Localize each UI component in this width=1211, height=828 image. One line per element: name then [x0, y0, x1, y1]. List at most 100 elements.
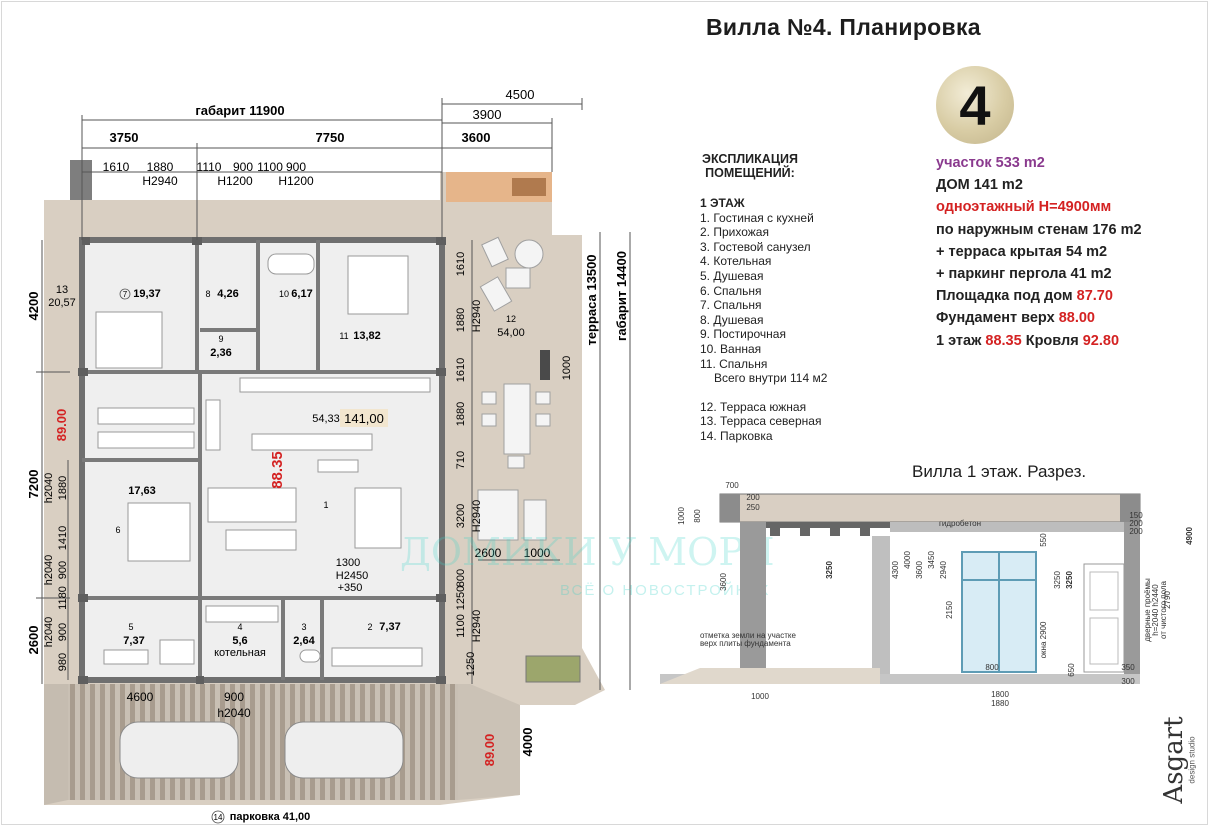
svg-text:H2450: H2450: [336, 570, 368, 582]
floor-heading: 1 ЭТАЖ: [700, 196, 745, 210]
bed-room6: [127, 502, 191, 562]
svg-text:13,82: 13,82: [353, 330, 381, 342]
dim-900b: 900: [286, 160, 306, 174]
level-89-parking: 89.00: [482, 734, 497, 767]
svg-text:1180: 1180: [57, 586, 69, 610]
dim-3900: 3900: [473, 107, 502, 122]
room-item: 6. Спальня: [700, 283, 762, 298]
dim-h1200a: H1200: [217, 174, 253, 188]
svg-text:550: 550: [1039, 533, 1048, 547]
parking-label: парковка 41,00: [230, 811, 311, 823]
room-item: 10. Ванная: [700, 341, 762, 356]
svg-text:1000: 1000: [751, 692, 769, 701]
svg-text:8: 8: [205, 289, 210, 299]
svg-text:200: 200: [746, 493, 760, 502]
sofa: [207, 487, 297, 523]
floor-slab: [660, 674, 1140, 684]
page-title: Вилла №4. Планировка: [706, 14, 981, 40]
room-item: 5. Душевая: [700, 268, 764, 283]
explication-list: 1 ЭТАЖ 1. Гостиная с кухней 2. Прихожая …: [700, 196, 827, 444]
svg-text:отметка земли на участке: отметка земли на участке: [700, 631, 796, 640]
svg-text:4,26: 4,26: [217, 288, 238, 300]
level-88: 88.35: [269, 451, 286, 489]
section-drawing: 700 200 250 1000 800 гидробетон 150 200 …: [660, 481, 1194, 708]
platform-level-value: 87.70: [1076, 288, 1113, 305]
roof-level-value: 92.80: [1082, 332, 1120, 349]
bed-room11: [347, 255, 409, 315]
svg-text:250: 250: [746, 503, 760, 512]
svg-text:19,37: 19,37: [133, 288, 161, 300]
dim-1100: 1100: [257, 160, 283, 174]
svg-text:1100: 1100: [455, 614, 467, 638]
svg-text:4300: 4300: [891, 561, 900, 579]
terrace-column: [740, 522, 766, 682]
dim-1110: 1110: [197, 160, 222, 174]
logo-sub: design studio: [1187, 736, 1197, 784]
svg-text:3: 3: [301, 622, 306, 632]
svg-text:54,00: 54,00: [497, 327, 525, 339]
terrace-length: терраса 13500: [584, 254, 599, 345]
svg-text:800: 800: [985, 663, 999, 672]
svg-text:H2940: H2940: [471, 300, 483, 332]
svg-text:900: 900: [57, 561, 69, 579]
roof-slab: [719, 493, 1141, 523]
total-inside: Всего внутри 114 м2: [714, 371, 828, 386]
room-item: 8. Душевая: [700, 312, 764, 327]
room-item: 7. Спальня: [700, 298, 762, 313]
svg-text:54,33: 54,33: [312, 413, 340, 425]
room-item: 12. Терраса южная: [700, 399, 807, 414]
svg-text:13: 13: [56, 284, 68, 296]
svg-text:20,57: 20,57: [48, 297, 76, 309]
fireplace: [540, 350, 550, 380]
covered-terrace-area: + терраса крытая 54 m2: [936, 243, 1108, 260]
overall-length: габарит 14400: [614, 251, 629, 341]
svg-text:4: 4: [237, 622, 242, 632]
svg-text:2,64: 2,64: [293, 635, 315, 647]
svg-text:дверные проёмы: дверные проёмы: [1143, 578, 1152, 642]
svg-text:9: 9: [218, 334, 223, 344]
svg-text:1880: 1880: [991, 699, 1009, 708]
svg-text:1250: 1250: [455, 586, 467, 610]
svg-text:2790: 2790: [1163, 591, 1172, 609]
dim-h1200b: H1200: [278, 174, 314, 188]
svg-text:4000: 4000: [520, 728, 535, 757]
dim-left-7200: 7200: [26, 470, 41, 499]
svg-text:H2940: H2940: [471, 500, 483, 532]
dim-overall: габарит 11900: [195, 103, 284, 118]
svg-text:2150: 2150: [945, 601, 954, 619]
dim-h2940: H2940: [142, 174, 178, 188]
dim-1880: 1880: [147, 160, 174, 174]
svg-text:650: 650: [1067, 663, 1076, 677]
svg-text:14: 14: [214, 813, 223, 822]
room-item: 4. Котельная: [700, 254, 772, 269]
svg-text:1410: 1410: [57, 526, 69, 550]
svg-text:1610: 1610: [455, 358, 467, 382]
svg-text:3250: 3250: [825, 561, 834, 579]
svg-text:гидробетон: гидробетон: [939, 519, 981, 528]
asgart-logo: Asgart design studio: [1152, 702, 1197, 818]
svg-text:5,6: 5,6: [232, 635, 247, 647]
room-item: 1. Гостиная с кухней: [700, 210, 814, 225]
svg-text:150: 150: [1129, 511, 1143, 520]
svg-text:3250: 3250: [1053, 571, 1062, 589]
svg-text:710: 710: [455, 451, 467, 469]
logo-text: Asgart: [1159, 716, 1189, 804]
svg-text:3250: 3250: [1065, 571, 1074, 589]
single-storey-height: одноэтажный H=4900мм: [936, 199, 1112, 216]
svg-text:900: 900: [224, 690, 244, 704]
svg-text:7,37: 7,37: [123, 635, 144, 647]
svg-text:окна 2900: окна 2900: [1039, 621, 1048, 658]
foundation-level: Фундамент верх 88.00: [936, 310, 1095, 327]
svg-text:800: 800: [693, 509, 702, 523]
svg-text:3450: 3450: [927, 551, 936, 569]
svg-text:h=2040 h2440: h=2040 h2440: [1151, 584, 1160, 636]
room-item: 3. Гостевой санузел: [700, 239, 811, 254]
dim-900a: 900: [233, 160, 253, 174]
watermark-line1: ДОМИКИ У МОРЯ: [400, 530, 775, 574]
bed-room7: [95, 311, 163, 369]
svg-text:h2040: h2040: [43, 555, 55, 586]
svg-text:1800: 1800: [991, 690, 1009, 699]
svg-text:1000: 1000: [524, 546, 551, 560]
